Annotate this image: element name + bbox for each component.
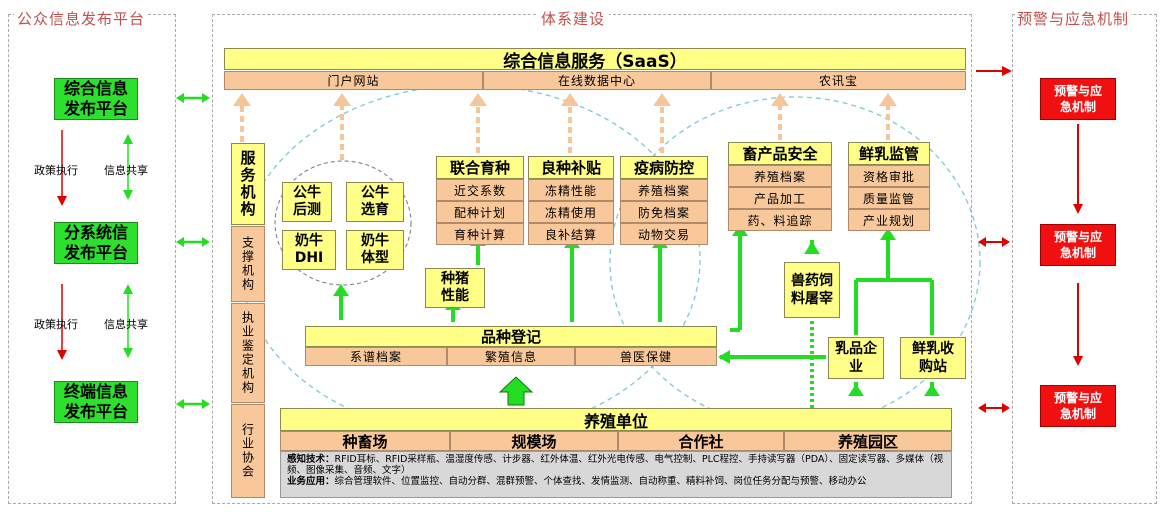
farm-tech-panel: 感知技术：RFID耳标、RFID采样瓶、温湿度传感、计步器、红外体温、红外光电传… [280,451,952,498]
module-title: 联合育种 [436,156,524,179]
policy-label-2: 政策执行 [34,318,78,331]
farm-type-cooperative: 合作社 [618,431,784,451]
app-line: 业务应用：综合管理软件、位置监控、自动分群、混群预警、个体查找、发情监测、自动称… [287,476,945,487]
policy-label-1: 政策执行 [34,164,78,177]
bull-progeny-test: 公牛后测 [282,182,332,222]
module-item: 配种计划 [436,201,524,223]
module-item: 药、料追踪 [728,209,832,231]
platform-terminal: 终端信息发布平台 [54,381,138,423]
left-section-title: 公众信息发布平台 [14,8,149,29]
farm-type-park: 养殖园区 [784,431,952,451]
bull-selection: 公牛选育 [346,182,404,222]
tech-label: 感知技术： [287,454,335,465]
module-item: 动物交易 [620,223,708,245]
farm-type-breeding-farm: 种畜场 [280,431,450,451]
cow-body-type: 奶牛体型 [346,230,404,270]
module-title: 良种补贴 [528,156,614,179]
app-label: 业务应用： [287,476,335,487]
registry-pedigree: 系谱档案 [305,347,447,366]
module-item: 质量监管 [848,187,930,209]
saas-item-nongxunbao: 农讯宝 [711,71,966,90]
vet-feed-slaughter: 兽药饲料屠宰 [784,262,840,318]
module-item: 冻精使用 [528,201,614,223]
warning-box-2: 预警与应急机制 [1040,224,1116,266]
saas-item-portal: 门户网站 [224,71,483,90]
appraisal-org: 执业鉴定机构 [231,303,265,403]
farm-type-scale-farm: 规模场 [450,431,618,451]
milk-collection-station: 鲜乳收购站 [900,337,966,379]
service-org: 服务机构 [231,143,265,225]
farm-unit-title: 养殖单位 [280,408,952,431]
module-title: 疫病防控 [620,156,708,179]
warning-box-1: 预警与应急机制 [1040,78,1116,120]
cow-dhi: 奶牛DHI [282,230,336,270]
right-dashed-circle [609,96,981,428]
module-item: 养殖档案 [620,179,708,201]
module-epidemic-control: 疫病防控 养殖档案 防免档案 动物交易 [620,156,708,245]
warning-box-3: 预警与应急机制 [1040,385,1116,427]
dairy-enterprise: 乳品企业 [828,337,884,379]
registry-vet-care: 兽医保健 [575,347,717,366]
module-item: 产品加工 [728,187,832,209]
module-item: 近交系数 [436,179,524,201]
pig-performance: 种猪性能 [425,268,485,308]
tech-line: 感知技术：RFID耳标、RFID采样瓶、温湿度传感、计步器、红外体温、红外光电传… [287,454,945,476]
saas-title: 综合信息服务（SaaS） [224,48,966,72]
module-title: 畜产品安全 [728,142,832,165]
module-product-safety: 畜产品安全 养殖档案 产品加工 药、料追踪 [728,142,832,231]
app-text: 综合管理软件、位置监控、自动分群、混群预警、个体查找、发情监测、自动称重、精料补… [334,476,867,487]
module-item: 资格审批 [848,165,930,187]
module-item: 防免档案 [620,201,708,223]
module-item: 冻精性能 [528,179,614,201]
module-milk-supervision: 鲜乳监管 资格审批 质量监管 产业规划 [848,142,930,231]
breed-registration-title: 品种登记 [305,326,717,347]
industry-association: 行业协会 [231,404,265,498]
right-section-title: 预警与应急机制 [1015,8,1132,29]
platform-comprehensive: 综合信息发布平台 [54,78,138,120]
bull-dashed-circle [274,160,412,286]
registry-reproduction: 繁殖信息 [447,347,575,366]
center-section-title: 体系建设 [537,8,610,29]
module-item: 养殖档案 [728,165,832,187]
share-label-1: 信息共享 [104,164,148,177]
module-subsidy: 良种补贴 冻精性能 冻精使用 良补结算 [528,156,614,245]
module-joint-breeding: 联合育种 近交系数 配种计划 育种计算 [436,156,524,245]
module-title: 鲜乳监管 [848,142,930,165]
module-item: 良补结算 [528,223,614,245]
tech-text: RFID耳标、RFID采样瓶、温湿度传感、计步器、红外体温、红外光电传感、电气控… [287,454,944,476]
share-label-2: 信息共享 [104,318,148,331]
platform-subsystem: 分系统信发布平台 [54,222,138,264]
module-item: 育种计算 [436,223,524,245]
support-org: 支撑机构 [231,226,265,302]
module-item: 产业规划 [848,209,930,231]
saas-item-data-center: 在线数据中心 [483,71,711,90]
